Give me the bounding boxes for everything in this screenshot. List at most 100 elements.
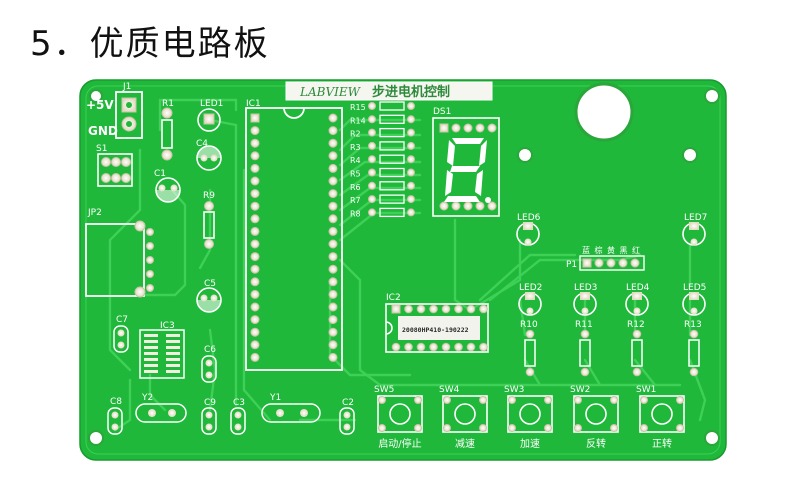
- led-pad: [525, 292, 535, 300]
- resistor-pad: [407, 128, 415, 137]
- ic2-marking: 20080HP410-190222: [402, 326, 469, 334]
- ic1-pin: [250, 113, 260, 123]
- ic2-pin: [391, 342, 401, 352]
- plus5v-label: +5V: [86, 98, 114, 112]
- resistor-pad: [407, 168, 415, 177]
- resistor-label: R14: [350, 116, 366, 125]
- resistor-pad: [407, 181, 415, 190]
- ic1-pin: [250, 126, 260, 136]
- resistor-body: [379, 101, 405, 111]
- ic2-pin: [441, 304, 451, 314]
- switch-pad: [544, 396, 552, 404]
- switch-cap-outline: [389, 403, 411, 425]
- ic1-pin: [328, 315, 338, 325]
- p1-color-labels: 蓝棕黄黑红: [582, 245, 640, 255]
- ic1-pin: [328, 327, 338, 337]
- ic1-pin: [250, 176, 260, 186]
- switch-pad: [574, 396, 582, 404]
- ic1-pin: [328, 289, 338, 299]
- c2-label: C2: [342, 398, 354, 408]
- resistor-label: R4: [350, 156, 361, 165]
- switch-pad: [378, 396, 386, 404]
- ic1-pin: [328, 239, 338, 249]
- ic2-pin: [429, 304, 438, 314]
- resistor-pad: [525, 329, 535, 339]
- c4-label: C4: [196, 139, 208, 149]
- c4-capacitor: [196, 145, 222, 171]
- ic1-pin: [328, 264, 338, 274]
- ic1-pin: [328, 201, 338, 211]
- ic1-pin: [328, 126, 338, 136]
- ic1-pin: [328, 340, 338, 350]
- y2-label: Y2: [141, 393, 153, 403]
- switch-function-label: 减速: [455, 438, 475, 450]
- switch-cap-outline: [454, 403, 476, 425]
- ic1-pin: [250, 340, 260, 350]
- resistor-body: [688, 339, 700, 367]
- resistor-pad: [368, 168, 376, 177]
- banner-cn: 步进电机控制: [372, 84, 450, 100]
- resistor-body: [379, 114, 405, 124]
- switch-function-label: 正转: [652, 437, 672, 450]
- p1-color-label: 蓝: [582, 245, 590, 255]
- y2-crystal: [135, 403, 187, 423]
- p1-color-label: 黑: [620, 246, 628, 255]
- resistor-body: [379, 181, 405, 191]
- resistor-label: R6: [350, 183, 361, 192]
- c2-capacitor: [339, 407, 355, 435]
- ic1-pin: [250, 138, 260, 148]
- switch-ref-label: SW1: [636, 385, 656, 395]
- ic1-pin: [250, 214, 260, 224]
- led6-label: LED6: [517, 213, 541, 223]
- switch-cap-outline: [585, 403, 607, 425]
- switch-ref-label: SW2: [570, 385, 590, 395]
- ic3-label: IC3: [160, 321, 175, 331]
- ic2-pin: [466, 342, 476, 352]
- ic1-socket: [245, 107, 343, 371]
- led-label: LED4: [626, 283, 650, 293]
- led-pad: [689, 292, 699, 300]
- switch-pad: [640, 396, 648, 404]
- ic1-pin: [250, 189, 260, 199]
- resistor-pad: [407, 155, 415, 164]
- j1-label: J1: [122, 82, 131, 92]
- switch-cap-outline: [519, 403, 541, 425]
- switch-pad: [443, 396, 451, 404]
- s1-switch: [97, 153, 133, 187]
- ic1-pin: [328, 176, 338, 186]
- j1-header: [115, 91, 143, 139]
- ic1-pin: [328, 113, 338, 123]
- led6: [516, 222, 540, 246]
- resistor-pad: [580, 329, 590, 339]
- page-title: 5．优质电路板: [30, 24, 270, 64]
- resistor-pad: [368, 208, 376, 217]
- switch-pad: [443, 424, 451, 432]
- p1-header: [579, 255, 645, 271]
- c7-capacitor: [113, 325, 129, 353]
- resistor-body: [379, 154, 405, 164]
- c5-label: C5: [204, 279, 216, 289]
- ic1-pin: [250, 289, 260, 299]
- led1-label: LED1: [200, 99, 223, 109]
- resistor-label: R13: [684, 320, 702, 330]
- ic2-label: IC2: [386, 293, 401, 303]
- jp2-label: JP2: [87, 208, 102, 218]
- board-outline: [79, 79, 727, 461]
- ic2-pin: [454, 342, 463, 352]
- led-pad: [580, 292, 590, 300]
- switch-ref-label: SW4: [439, 385, 460, 395]
- pushbutton-sw5: [377, 395, 423, 433]
- switch-cap-outline: [651, 403, 673, 425]
- resistor-body: [524, 339, 536, 367]
- resistor-pad: [407, 195, 415, 204]
- ic1-pin: [250, 302, 260, 312]
- ic1-pin: [328, 151, 338, 161]
- switch-pad: [640, 424, 648, 432]
- ic2-pin: [404, 304, 413, 314]
- resistor-body: [379, 127, 405, 138]
- switch-pad: [610, 424, 618, 432]
- resistor-body: [379, 207, 405, 218]
